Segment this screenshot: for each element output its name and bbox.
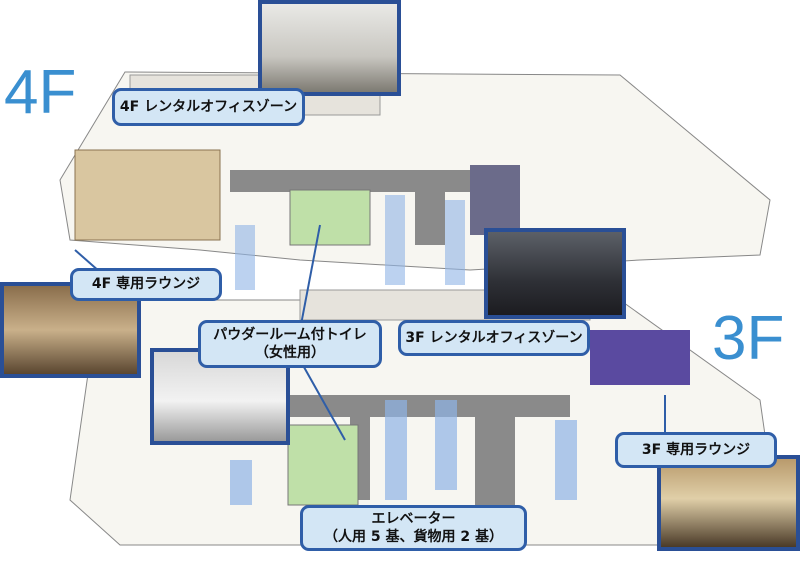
pointer-toilet xyxy=(299,224,321,331)
label-text: 4F レンタルオフィスゾーン xyxy=(119,98,298,115)
corridor-3f xyxy=(290,395,570,417)
floor-4f-title: 4F xyxy=(4,58,77,127)
label-text: 4F 専用ラウンジ xyxy=(91,276,201,293)
label-text: （人用 5 基、貨物用 2 基） xyxy=(324,529,503,545)
elevator-3f-a xyxy=(385,400,407,500)
elevator-3f-c xyxy=(555,420,577,500)
lounge-3f-area xyxy=(590,330,690,385)
label-4f-rental-office: 4F レンタルオフィスゾーン xyxy=(112,88,305,126)
label-text: 3F 専用ラウンジ xyxy=(641,441,751,458)
label-powder-room-toilet: パウダールーム付トイレ （女性用） xyxy=(198,320,382,368)
label-text: （女性用） xyxy=(255,345,325,361)
photo-3f-office xyxy=(484,228,626,319)
elevator-4f-a xyxy=(385,195,405,285)
elevator-3f-b xyxy=(435,400,457,490)
label-text: 3F レンタルオフィスゾーン xyxy=(405,329,583,346)
label-3f-lounge: 3F 専用ラウンジ xyxy=(615,432,777,468)
photo-3f-lounge xyxy=(657,455,800,551)
label-3f-rental-office: 3F レンタルオフィスゾーン xyxy=(398,320,590,356)
elevator-4f-b xyxy=(445,200,465,285)
label-elevator: エレベーター （人用 5 基、貨物用 2 基） xyxy=(300,505,527,551)
label-4f-lounge: 4F 専用ラウンジ xyxy=(70,268,222,301)
lounge-4f-area xyxy=(74,149,221,241)
floor-3f-title: 3F xyxy=(712,304,785,373)
label-text: エレベーター xyxy=(371,510,456,527)
toilet-4f xyxy=(289,189,371,246)
corridor-4f xyxy=(230,170,520,192)
toilet-3f xyxy=(287,424,359,506)
photo-4f-office xyxy=(258,0,401,96)
label-text: パウダールーム付トイレ xyxy=(213,326,367,343)
